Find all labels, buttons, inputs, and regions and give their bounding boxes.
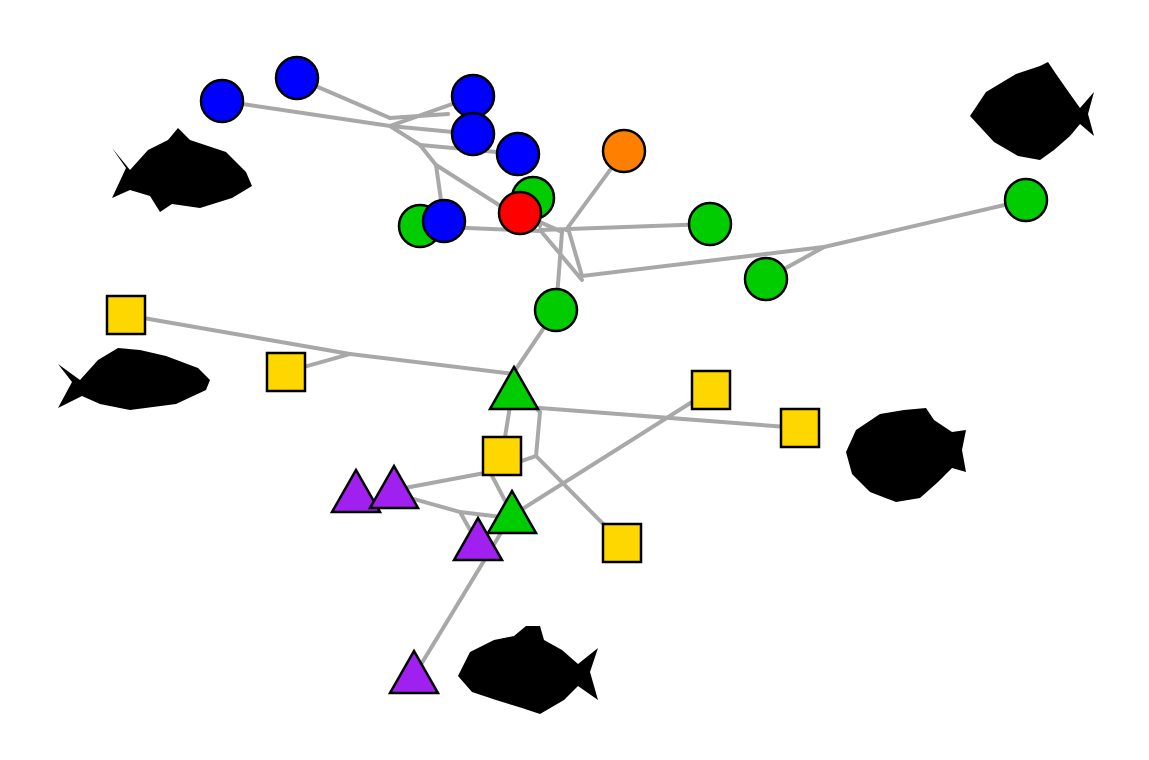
edge [434, 163, 512, 214]
edge [348, 352, 516, 376]
edge [822, 198, 1028, 249]
node-blue-circle [274, 55, 320, 101]
edge [566, 226, 584, 278]
node-green-circle [1003, 177, 1049, 223]
fish-silhouette-icon [970, 62, 1094, 160]
node-blue-circle [450, 73, 496, 119]
node-green-circle [743, 256, 789, 302]
node-blue-circle [199, 78, 245, 124]
edge [522, 388, 713, 510]
node-yellow-square [265, 351, 307, 393]
node-green-triangle [485, 488, 539, 535]
fish-silhouette-icon [112, 128, 252, 212]
fish-silhouette-icon [846, 408, 966, 502]
node-yellow-square [105, 294, 147, 336]
node-yellow-square [481, 435, 523, 477]
edge [220, 99, 392, 128]
node-purple-triangle [387, 648, 441, 695]
edge [124, 313, 352, 356]
node-green-triangle [487, 364, 541, 411]
edge [392, 470, 492, 492]
node-green-circle [533, 287, 579, 333]
fish-silhouette-icon [458, 626, 598, 714]
node-purple-triangle [367, 463, 421, 510]
edge [538, 228, 584, 282]
edges [124, 76, 1028, 678]
edge [388, 124, 422, 147]
node-blue-circle [421, 198, 467, 244]
node-yellow-square [601, 522, 643, 564]
edge [534, 410, 542, 458]
edge [538, 222, 712, 232]
fish-silhouette-icon [58, 348, 210, 410]
node-blue-circle [495, 131, 541, 177]
edge [580, 245, 826, 278]
node-red-circle [497, 190, 543, 236]
edge [418, 143, 438, 167]
node-yellow-square [690, 369, 732, 411]
nodes [105, 55, 1049, 695]
node-purple-triangle [451, 515, 505, 562]
node-green-circle [687, 201, 733, 247]
node-purple-triangle [329, 467, 383, 514]
node-blue-circle [450, 111, 496, 157]
node-orange-circle [601, 128, 647, 174]
edge [512, 404, 802, 430]
node-yellow-square [779, 407, 821, 449]
